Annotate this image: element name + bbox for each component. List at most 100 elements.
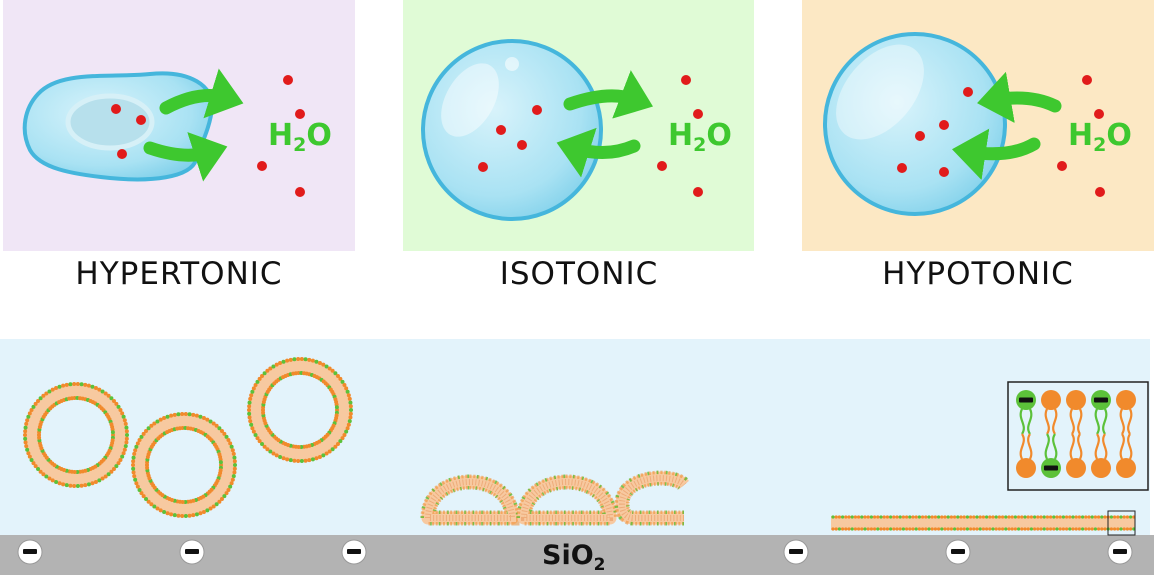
lipid-tail: [1069, 433, 1075, 460]
lipid-head: [54, 386, 59, 391]
lipid-head: [345, 426, 350, 431]
lipid-head: [50, 478, 55, 483]
lipid-head: [1087, 527, 1091, 531]
lipid-head: [135, 484, 140, 489]
lipid-head: [41, 472, 46, 477]
lipid-head: [310, 457, 315, 462]
lipid-head: [31, 404, 36, 409]
lipid-head: [1125, 527, 1129, 531]
lipid-head: [303, 458, 308, 463]
lipid-head: [1001, 515, 1005, 519]
lipid-head: [969, 527, 973, 531]
lipid-head: [33, 401, 38, 406]
lipid-head: [876, 527, 880, 531]
lipid-tails: [520, 479, 614, 521]
lipid-head: [165, 414, 170, 419]
lipid-head: [1066, 458, 1086, 478]
lipid-head: [1068, 515, 1072, 519]
lipid-head: [97, 387, 102, 392]
lipid-tail: [1102, 408, 1108, 435]
lipid-head: [183, 513, 188, 518]
lipid-head: [1119, 515, 1123, 519]
lipid-head: [231, 451, 236, 456]
lipid-head: [1033, 515, 1037, 519]
lipid-head: [924, 527, 928, 531]
lipid-head: [155, 419, 160, 424]
lipid-head: [317, 454, 322, 459]
lipid-head: [165, 511, 170, 516]
lipid-tail: [1069, 408, 1075, 435]
solute-dot: [939, 167, 949, 177]
lipid-head: [194, 512, 199, 517]
lipid-head: [876, 515, 880, 519]
vesicle-core: [249, 359, 351, 461]
lipid-head: [333, 371, 338, 376]
solute-dot: [136, 115, 146, 125]
lipid-head: [232, 466, 237, 471]
lipid-head: [26, 414, 31, 419]
lipid-head: [307, 458, 312, 463]
lipid-tail: [1027, 433, 1033, 460]
negative-charge: [945, 539, 971, 565]
minus-sign: [347, 549, 361, 554]
lipid-head: [1045, 515, 1049, 519]
negative-charge: [179, 539, 205, 565]
minus-sign: [1113, 549, 1127, 554]
lipid-tail: [1127, 408, 1133, 435]
lipid-head: [172, 412, 177, 417]
lipid-head: [1052, 515, 1056, 519]
lipid-head: [1097, 515, 1101, 519]
lipid-head: [121, 414, 126, 419]
negative-charge: [783, 539, 809, 565]
lipid-head: [889, 527, 893, 531]
lipid-tail: [1027, 408, 1033, 435]
lipid-head: [1093, 527, 1097, 531]
zwitterionic-lipid: [1116, 390, 1136, 435]
lipid-head: [247, 404, 252, 409]
solute-dot: [117, 149, 127, 159]
lipid-head: [869, 515, 874, 519]
lipid-head: [251, 386, 256, 391]
lipid-head: [962, 515, 966, 519]
lipid-head: [1017, 527, 1021, 531]
lipid-head: [949, 527, 954, 531]
lipid-head: [853, 527, 858, 531]
lipid-head: [247, 415, 252, 420]
lipid-head: [937, 527, 941, 531]
lipid-head: [1129, 527, 1133, 531]
lipid-head: [281, 359, 286, 364]
lipid-head: [314, 359, 319, 364]
lipid-head: [75, 483, 80, 488]
lipid-head: [927, 515, 931, 519]
lipid-head: [1081, 515, 1085, 519]
lipid-head: [1013, 527, 1018, 531]
lipid-head: [230, 477, 235, 482]
minus-sign: [185, 549, 199, 554]
lipid-head: [994, 527, 998, 531]
lipid-head: [1084, 515, 1088, 519]
lipid-head: [79, 382, 84, 387]
lipid-head: [232, 455, 237, 460]
lipid-head: [1077, 515, 1081, 519]
solute-dot: [111, 104, 121, 114]
lipid-head: [927, 527, 931, 531]
lipid-head: [978, 527, 982, 531]
supported-lipid-bilayer: [831, 515, 1136, 531]
lipid-head: [1045, 527, 1049, 531]
solute-dot: [532, 105, 542, 115]
lipid-head: [132, 474, 137, 479]
lipid-head: [285, 457, 290, 462]
water-out-arrow: [143, 131, 228, 182]
lipid-head: [985, 515, 989, 519]
lipid-head: [23, 433, 27, 437]
solute-dot: [283, 75, 293, 85]
lipid-head: [278, 454, 283, 459]
lipid-head: [139, 434, 144, 439]
water-label: H2O: [668, 118, 732, 156]
lipid-head: [169, 413, 174, 418]
lipid-head: [1087, 515, 1091, 519]
negative-charge: [1107, 539, 1133, 565]
lipid-head: [262, 371, 267, 376]
lipid-tail: [1119, 433, 1125, 460]
lipid-head: [260, 442, 265, 447]
